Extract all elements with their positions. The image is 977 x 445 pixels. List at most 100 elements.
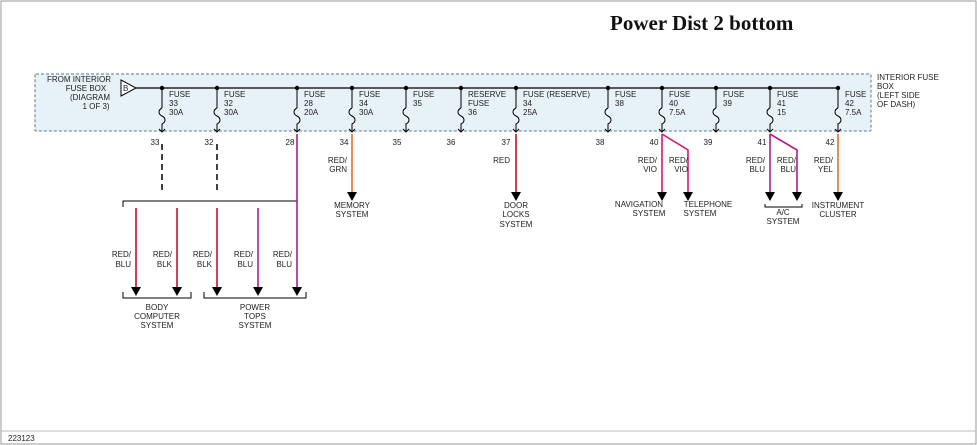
wire-color-37: RED	[493, 156, 510, 165]
connector-chevron-icon	[457, 128, 465, 133]
telephone-label-1: TELEPHONE	[684, 200, 732, 209]
memory-label-1: MEMORY	[334, 201, 371, 210]
power-tops-brace	[203, 292, 307, 299]
fuse-label-line: 35	[413, 99, 422, 108]
source-box-line-3: (DIAGRAM	[70, 93, 110, 102]
fuse-label-line: 28	[304, 99, 313, 108]
wire-color-tops3-b: BLU	[276, 260, 292, 269]
fuse-label-line: 15	[777, 108, 786, 117]
fuse-icon	[213, 107, 221, 131]
arrow-ac-2	[792, 192, 802, 201]
pin-number: 33	[151, 138, 160, 147]
cluster-label-2: CLUSTER	[819, 210, 857, 219]
connector-chevron-icon	[766, 128, 774, 133]
body-computer-label-3: SYSTEM	[141, 321, 174, 330]
door-locks-label-2: LOCKS	[502, 210, 529, 219]
fuse-label-line: 7.5A	[845, 108, 862, 117]
ac-label-1: A/C	[776, 208, 790, 217]
fuse-icon	[293, 107, 301, 131]
wire-41-b	[769, 133, 798, 194]
body-computer-brace	[122, 292, 192, 299]
pin-number: 38	[596, 138, 605, 147]
source-box-line-1: FROM INTERIOR	[47, 75, 111, 84]
wire-40-tel	[661, 133, 689, 194]
fuse-label-line: 34	[359, 99, 368, 108]
figure-id: 223123	[8, 434, 35, 443]
wire-color-41a-b: BLU	[749, 165, 765, 174]
body-computer-label-2: COMPUTER	[134, 312, 180, 321]
connector-chevron-icon	[512, 128, 520, 133]
wire-color-41b-a: RED/	[777, 156, 797, 165]
fuse-label-line: 34	[523, 99, 532, 108]
arrow-body-2	[172, 287, 182, 296]
source-box-line-4: 1 OF 3)	[82, 102, 109, 111]
dest-box-line-1: INTERIOR FUSE	[877, 73, 939, 82]
connector-chevron-icon	[213, 128, 221, 133]
page-title: Power Dist 2 bottom	[610, 11, 794, 35]
arrow-navigation	[657, 192, 667, 201]
arrow-cluster	[833, 192, 843, 201]
door-locks-label-1: DOOR	[504, 201, 528, 210]
fuse-label-line: FUSE	[359, 90, 380, 99]
fuse-label-line: 30A	[359, 108, 374, 117]
pin-number: 40	[650, 138, 659, 147]
fuse-icon	[512, 107, 520, 131]
fuse-label-line: FUSE	[845, 90, 866, 99]
body-computer-label-1: BODY	[146, 303, 169, 312]
pin-number: 37	[502, 138, 511, 147]
telephone-label-2: SYSTEM	[684, 209, 717, 218]
fuse-icon	[658, 107, 666, 131]
wire-color-tops1-a: RED/	[193, 250, 213, 259]
fuse-label-line: FUSE (RESERVE)	[523, 90, 590, 99]
pin-number: 36	[447, 138, 456, 147]
arrow-tops-3	[292, 287, 302, 296]
pin-number: 42	[826, 138, 835, 147]
fuse-label-line: FUSE	[224, 90, 245, 99]
fuse-label-line: 39	[723, 99, 732, 108]
fuse-icon	[604, 107, 612, 131]
fuse-label-line: FUSE	[304, 90, 325, 99]
connector-flag-icon: B	[120, 79, 138, 97]
fuse-icon	[158, 107, 166, 131]
ac-label-2: SYSTEM	[767, 217, 800, 226]
fuse-icon	[712, 107, 720, 131]
fuse-icon	[766, 107, 774, 131]
arrowheads	[131, 192, 843, 296]
fuse-label-line: 30A	[169, 108, 184, 117]
fuse-label-line: FUSE	[468, 99, 489, 108]
body-computer-brace-top	[122, 200, 298, 207]
wire-color-40b-b: VIO	[674, 165, 688, 174]
arrow-body-1	[131, 287, 141, 296]
source-box-label: FROM INTERIOR FUSE BOX (DIAGRAM 1 OF 3)	[47, 75, 111, 111]
arrow-tops-1	[212, 287, 222, 296]
fuse-label-line: 38	[615, 99, 624, 108]
connector-chevron-icon	[712, 128, 720, 133]
dest-box-label: INTERIOR FUSE BOX (LEFT SIDE OF DASH)	[877, 73, 939, 109]
system-labels: MEMORY SYSTEM DOOR LOCKS SYSTEM NAVIGATI…	[134, 200, 864, 330]
wire-color-40a-b: VIO	[643, 165, 657, 174]
fuse-icon	[348, 107, 356, 131]
navigation-label-1: NAVIGATION	[615, 200, 663, 209]
fuse-label-line: 20A	[304, 108, 319, 117]
pin-number: 28	[286, 138, 295, 147]
fuse-label-line: 42	[845, 99, 854, 108]
cluster-label-1: INSTRUMENT	[812, 201, 865, 210]
door-locks-label-3: SYSTEM	[500, 220, 533, 229]
arrow-tops-2	[253, 287, 263, 296]
fuse-label-line: FUSE	[669, 90, 690, 99]
wire-color-tops1-b: BLK	[197, 260, 213, 269]
arrow-door-locks	[511, 192, 521, 201]
wire-color-tops3-a: RED/	[273, 250, 293, 259]
wire-color-42-a: RED/	[814, 156, 834, 165]
fuse-box	[34, 73, 872, 132]
connector-chevron-icon	[658, 128, 666, 133]
